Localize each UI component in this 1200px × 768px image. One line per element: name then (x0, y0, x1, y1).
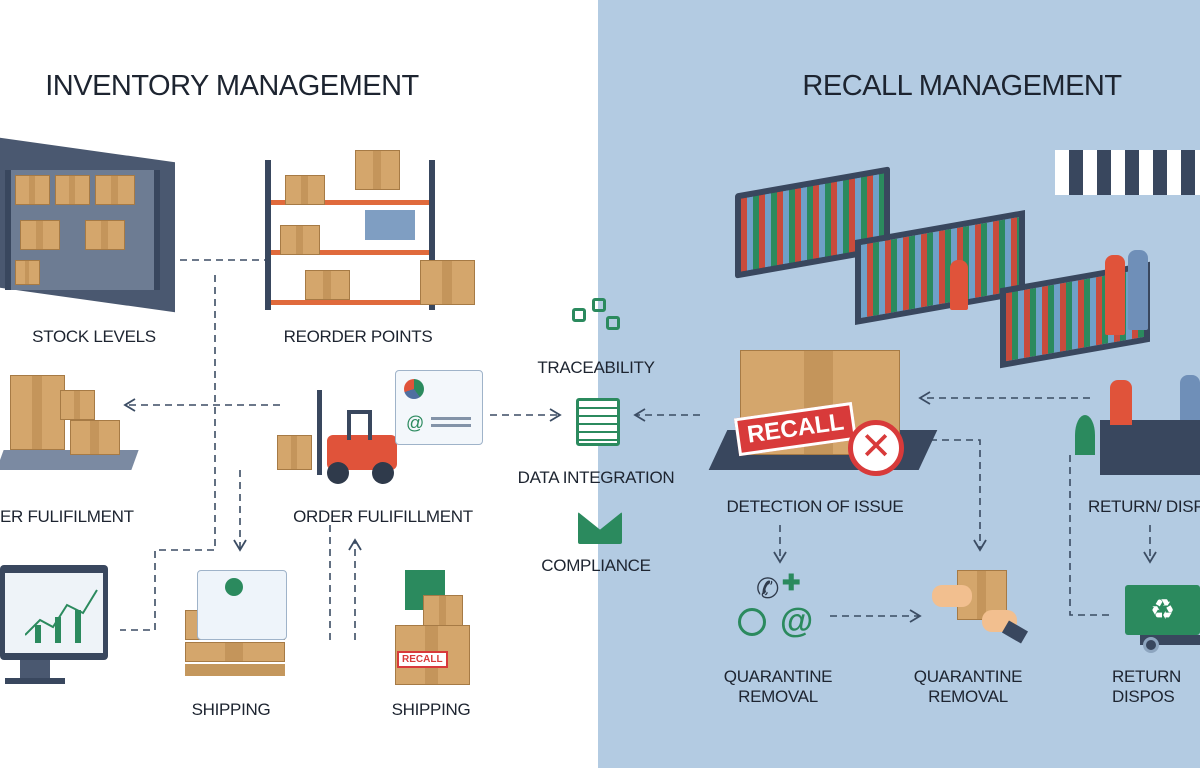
shopper-figure (1128, 250, 1148, 330)
warehouse-storage-illustration (0, 137, 180, 313)
hand-icon (932, 585, 972, 607)
connector (1069, 455, 1110, 616)
phone-icon: ✆ (756, 573, 780, 604)
forklift-illustration (272, 390, 407, 490)
data-integration-document-icon (576, 398, 620, 446)
chat-bubble-icon (738, 608, 766, 636)
prohibited-icon: ✕ (848, 420, 904, 476)
connector (930, 439, 981, 550)
recalled-package-illustration: RECALL (395, 565, 475, 690)
shopper-figure (1105, 255, 1125, 335)
label-return-disposal-bottom: RETURN DISPOS (1112, 667, 1182, 706)
label-order-fulfilment-left: ER FULIFILMENT (0, 507, 134, 526)
plant-icon (1075, 415, 1095, 455)
communication-icons: ✆ ✚ @ (738, 570, 818, 642)
label-stock-levels: STOCK LEVELS (32, 327, 156, 346)
inventory-management-title: INVENTORY MANAGEMENT (45, 70, 419, 102)
recycling-truck-illustration: ♻ (1115, 585, 1200, 655)
hand-over-package-illustration (932, 565, 1032, 645)
pallet-rack-illustration (265, 140, 490, 315)
label-shipping-2: SHIPPING (391, 700, 471, 719)
connector (120, 275, 216, 631)
label-shipping-1: SHIPPING (191, 700, 271, 719)
recall-stamp-small: RECALL (397, 651, 448, 668)
medical-cross-icon: ✚ (782, 570, 801, 595)
label-quarantine-removal-1: QUARANTINE REMOVAL (723, 667, 833, 706)
at-sign-icon: @ (780, 602, 814, 640)
pallet-boxes-illustration (0, 365, 140, 475)
label-order-fulfillment: ORDER FULIFILLMENT (293, 507, 473, 526)
traceability-network-icon (572, 298, 622, 338)
label-return-disposal-top: RETURN/ DISP (1088, 497, 1200, 516)
analytics-monitor-illustration (0, 565, 110, 690)
label-reorder-points: REORDER POINTS (283, 327, 433, 346)
label-compliance: COMPLIANCE (541, 556, 651, 575)
recall-management-title: RECALL MANAGEMENT (802, 70, 1122, 102)
shipping-pallet-illustration (185, 570, 290, 690)
label-traceability: TRACEABILITY (537, 358, 655, 377)
label-detection-of-issue: DETECTION OF ISSUE (726, 497, 904, 516)
shopper-figure (950, 260, 968, 310)
label-quarantine-removal-2: QUARANTINE REMOVAL (913, 667, 1023, 706)
returns-counter-illustration (1070, 375, 1200, 485)
label-data-integration: DATA INTEGRATION (517, 468, 675, 487)
recycle-icon: ♻ (1125, 585, 1200, 635)
retail-shelves-illustration (735, 150, 1200, 369)
recalled-box-illustration: RECALL ✕ (708, 340, 938, 480)
order-document-icon: @ (395, 370, 483, 445)
